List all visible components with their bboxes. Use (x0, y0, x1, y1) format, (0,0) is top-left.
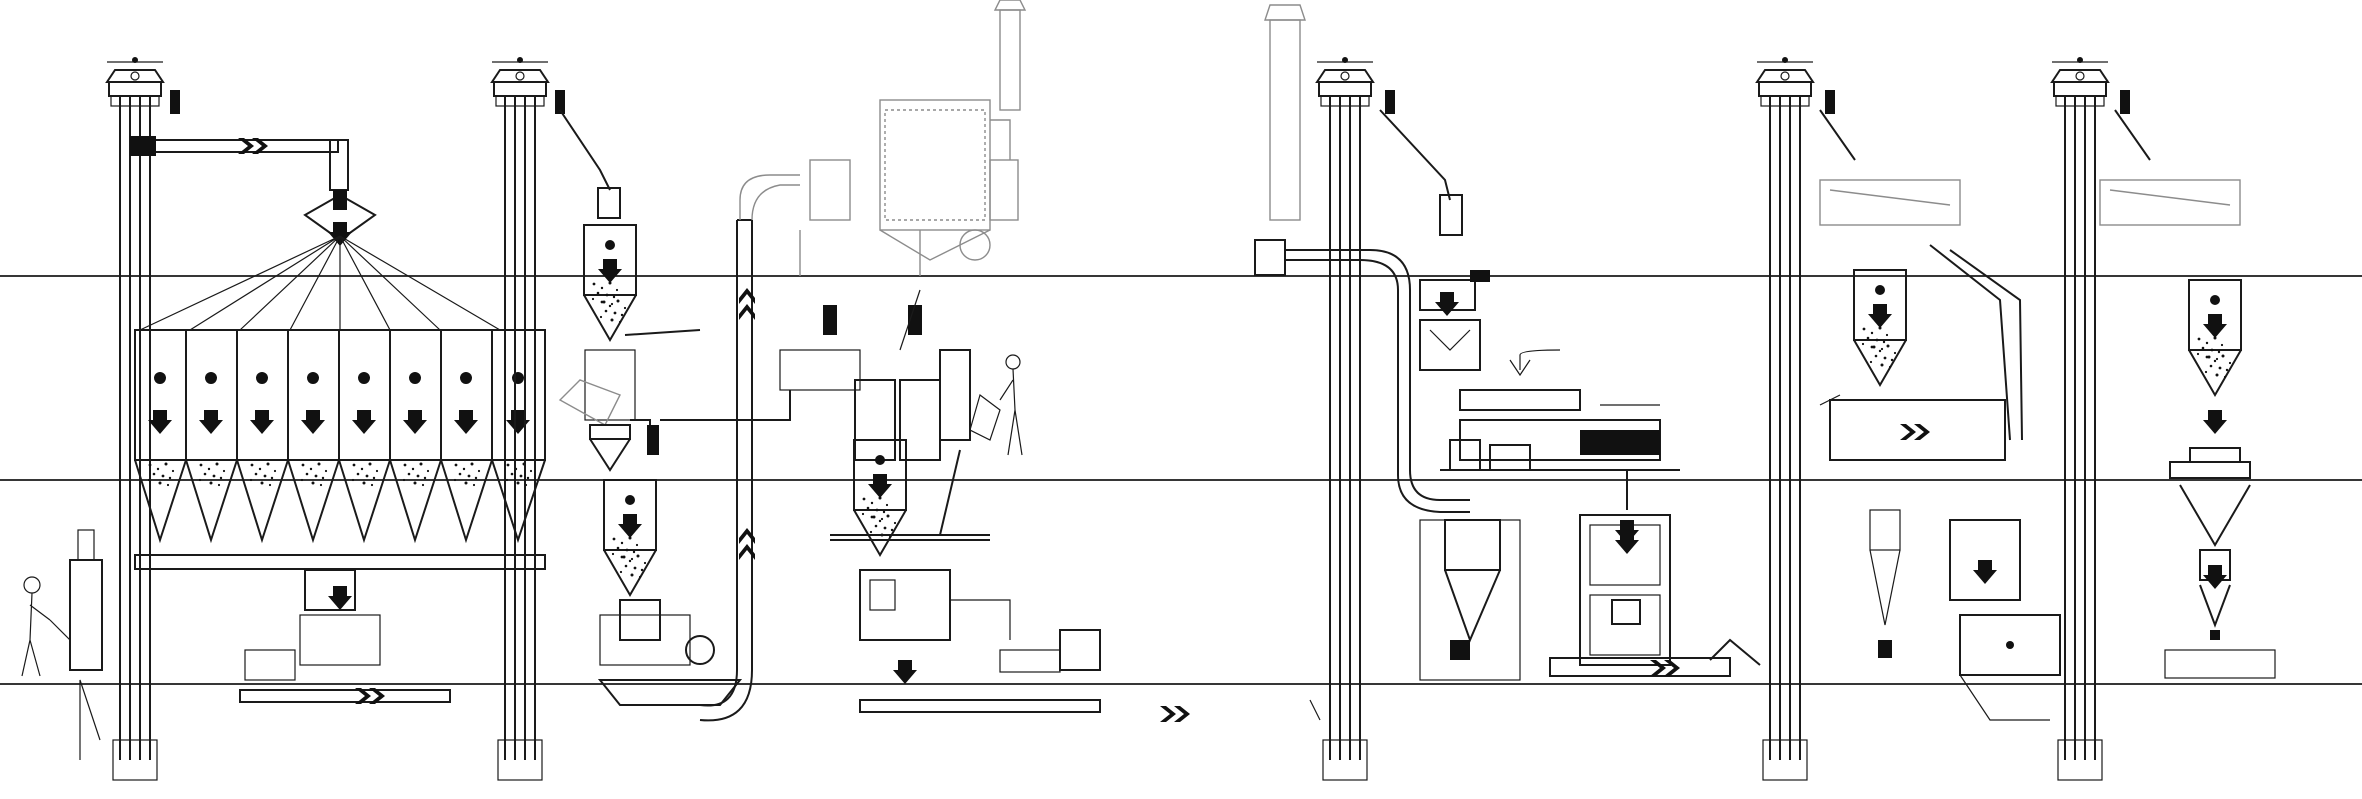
liquid-addition-icon (950, 599, 1101, 673)
discharge-conveyor-icon (1549, 638, 1761, 677)
bucket-elevator-icon (491, 56, 565, 781)
vibrating-screen-icon (2099, 179, 2241, 226)
coating-drum-icon (1819, 394, 2006, 461)
mixer-icon (779, 289, 1101, 713)
screw-conveyor-icon (130, 136, 349, 191)
bucket-elevator-icon (1756, 56, 1835, 781)
pulverizer-icon (597, 599, 743, 706)
extruder-icon (1440, 389, 1680, 471)
hopper-bin-icon (584, 225, 636, 340)
bottom-conveyor-icon (239, 649, 451, 704)
section-grinding (491, 56, 800, 781)
section-mixing (739, 0, 1101, 713)
bucket-elevator-icon (79, 56, 180, 781)
section-batching (21, 56, 546, 781)
packing-scale-icon (2164, 484, 2276, 679)
conditioner-icon (1419, 270, 1561, 377)
batching-scale-icon (299, 569, 381, 666)
floor-lines (0, 275, 2362, 685)
cyclone-icon (1254, 4, 1521, 681)
hopper-bin-icon (589, 424, 656, 595)
hopper-bin-icon (1854, 270, 1906, 385)
pulse-dust-collector-icon (739, 0, 1027, 276)
finished-product-bin-icon (2169, 280, 2251, 479)
pneumatic-pipe-icon (699, 184, 800, 722)
batching-silos-icon (134, 329, 546, 570)
cooler-icon (1949, 519, 2061, 721)
hammer-mill-icon (558, 329, 701, 426)
flow-arrow-icon (1160, 706, 1190, 722)
section-extrusion (1254, 4, 1761, 781)
vibrating-screen-icon (1819, 179, 1961, 226)
dryer-icon (1579, 470, 1671, 666)
operator-figure-icon (969, 354, 1023, 456)
bucket-elevator-icon (2051, 56, 2130, 781)
cyclone-icon (1869, 509, 1901, 658)
bucket-elevator-icon (1309, 56, 1395, 781)
operator-figure-icon (21, 529, 103, 677)
section-coating (1756, 56, 2061, 781)
section-packing (2051, 56, 2276, 781)
rotary-distributor-icon (139, 190, 501, 331)
